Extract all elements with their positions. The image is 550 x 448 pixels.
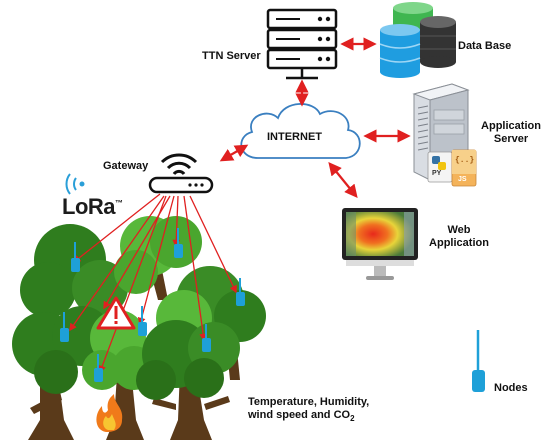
application-server-label-line2: Server	[493, 133, 529, 145]
sensor-node-icon	[202, 324, 211, 352]
web-application-label-line1: Web	[447, 224, 471, 236]
ttn-server-label: TTN Server	[202, 50, 261, 62]
sensors-label: Temperature, Humidity, wind speed and CO…	[248, 396, 369, 425]
js-badge-text: JS	[458, 176, 467, 183]
warning-triangle-icon	[96, 296, 136, 330]
sensor-node-icon	[138, 306, 147, 336]
sensor-node-icon	[174, 228, 183, 258]
legend-node-icon	[472, 330, 485, 392]
sensors-label-line2-text: wind speed and CO	[248, 409, 351, 421]
network-arrows	[219, 37, 411, 199]
lora-signal-icon	[65, 173, 85, 195]
server-rack-icon	[266, 8, 338, 80]
lora-logo: LoRa™	[62, 194, 123, 220]
lora-trademark: ™	[115, 198, 123, 208]
node-links	[69, 193, 237, 374]
sensor-nodes	[60, 228, 485, 392]
web-application-label-line2: Application	[429, 237, 489, 249]
monitor-heatmap-icon	[342, 208, 418, 280]
web-application-label: Web Application	[424, 224, 494, 250]
sensor-node-icon	[94, 354, 103, 382]
sensors-label-line2: wind speed and CO2	[248, 409, 369, 425]
sensor-node-icon	[236, 278, 245, 306]
json-badge-icon	[451, 149, 477, 187]
co2-subscript: 2	[350, 414, 355, 424]
database-label: Data Base	[458, 40, 512, 52]
application-server-label: Application Server	[474, 120, 548, 146]
lora-logo-text: LoRa	[62, 194, 116, 219]
nodes-label: Nodes	[494, 382, 528, 394]
sensors-label-line1: Temperature, Humidity,	[248, 396, 370, 408]
fire-icon	[96, 394, 123, 432]
gateway-label: Gateway	[103, 160, 149, 172]
sensor-node-icon	[60, 312, 69, 342]
python-logo-icon	[427, 151, 453, 183]
py-badge-text: PY	[432, 170, 442, 177]
internet-label: INTERNET	[267, 131, 322, 143]
wifi-router-icon	[148, 153, 214, 194]
json-braces-text: {..}	[455, 156, 475, 165]
database-cylinders-icon	[379, 2, 456, 78]
application-server-label-line1: Application	[481, 120, 541, 132]
sensor-node-icon	[71, 242, 80, 272]
